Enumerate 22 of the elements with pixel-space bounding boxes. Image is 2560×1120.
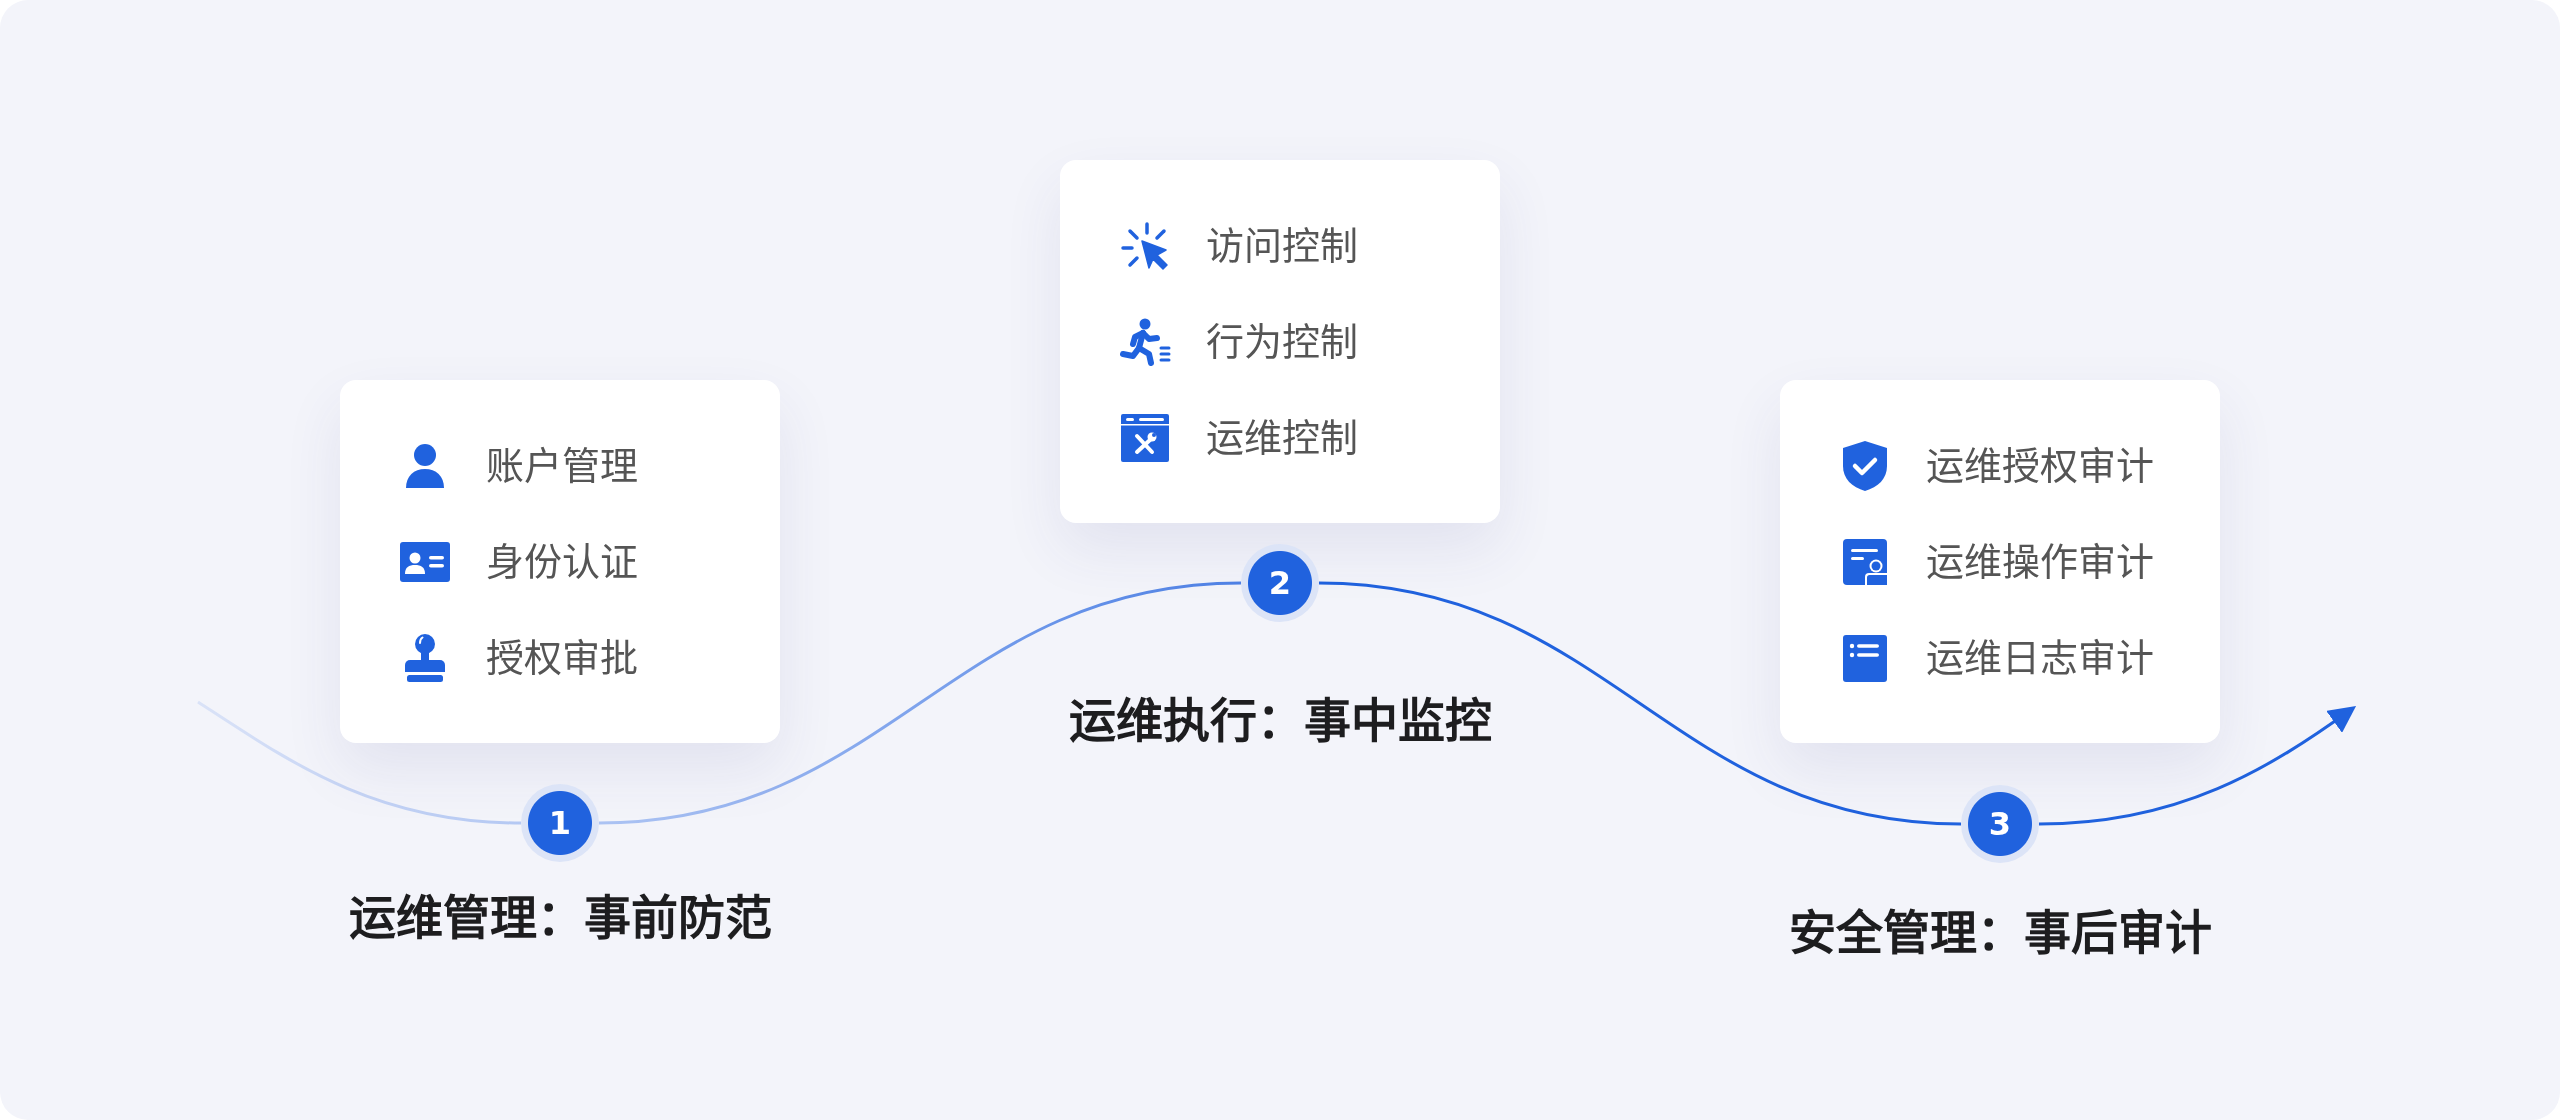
feature-label: 运维控制 bbox=[1206, 419, 1358, 457]
step-badge: 2 bbox=[1241, 544, 1319, 622]
curved-arrow bbox=[2038, 706, 2357, 826]
step-badge: 1 bbox=[521, 784, 599, 862]
stage-title: 运维执行：事中监控 bbox=[1068, 697, 1492, 744]
feature-label: 运维日志审计 bbox=[1926, 639, 2154, 677]
feature-card bbox=[1060, 160, 1500, 523]
feature-label: 授权审批 bbox=[486, 639, 638, 677]
feature-label: 访问控制 bbox=[1206, 227, 1358, 265]
curved-line bbox=[598, 581, 1242, 825]
feature-label: 行为控制 bbox=[1206, 323, 1358, 361]
step-badge: 3 bbox=[1961, 785, 2039, 863]
feature-card bbox=[1780, 380, 2220, 743]
curved-line bbox=[197, 700, 522, 825]
stage-title: 安全管理：事后审计 bbox=[1788, 909, 2212, 956]
feature-label: 身份认证 bbox=[486, 543, 638, 581]
stage-title: 运维管理：事前防范 bbox=[348, 894, 772, 941]
feature-label: 运维操作审计 bbox=[1926, 543, 2154, 581]
feature-label: 运维授权审计 bbox=[1926, 447, 2154, 485]
feature-card bbox=[340, 380, 780, 743]
curved-line bbox=[1318, 581, 1962, 826]
feature-label: 账户管理 bbox=[486, 447, 638, 485]
